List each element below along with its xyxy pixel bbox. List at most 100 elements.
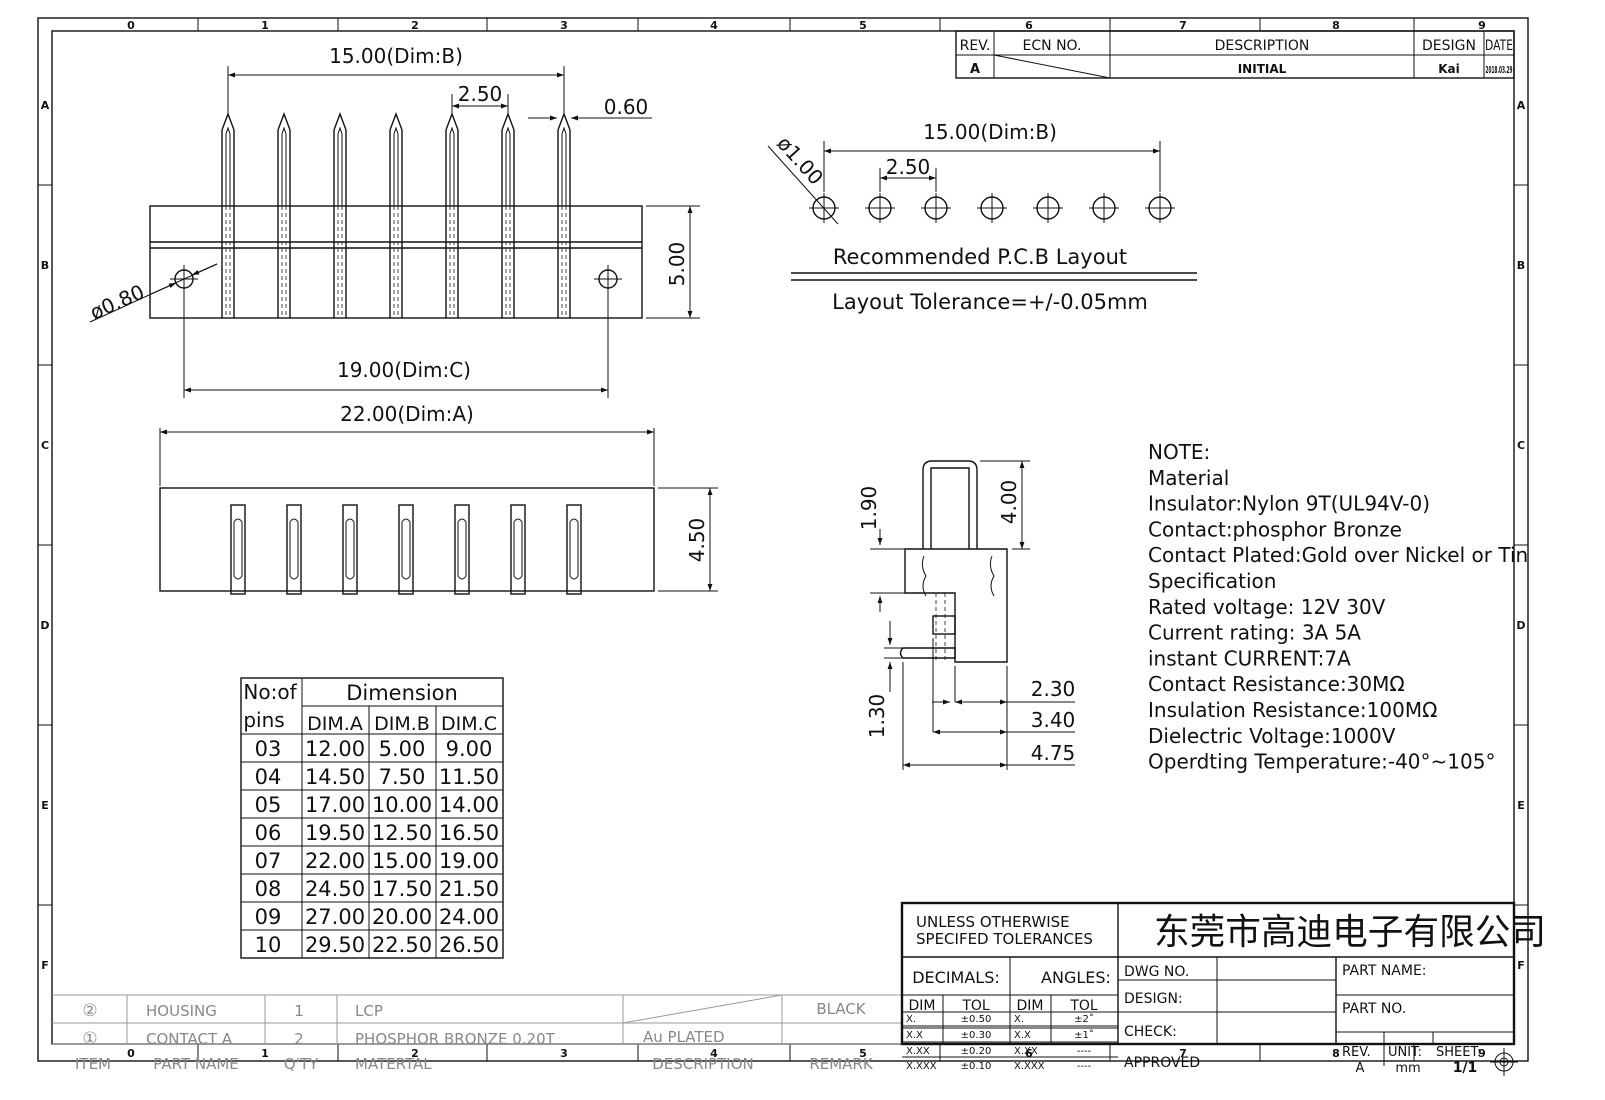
note-line: Contact Plated:Gold over Nickel or Tin xyxy=(1148,543,1528,567)
bom-description: Au PLATED xyxy=(643,1028,725,1046)
dim-table-cell: 21.50 xyxy=(439,877,499,901)
pin xyxy=(333,112,347,318)
row-label-left: C xyxy=(41,439,49,452)
rev-value: A xyxy=(970,62,980,77)
pcb-hole xyxy=(921,193,951,223)
side-dim-230: 2.30 xyxy=(1031,677,1076,701)
pcb-dim-b-label: 15.00(Dim:B) xyxy=(923,120,1057,144)
bom-part-name: CONTACT A xyxy=(146,1030,233,1048)
note-line: Operdting Temperature:-40°~105° xyxy=(1148,750,1495,774)
dim-table-header-pins: pins xyxy=(243,708,284,732)
revision-block: REV. ECN NO. DESCRIPTION DESIGN DATE A I… xyxy=(955,30,1515,79)
dec-tol-value: ±0.50 xyxy=(961,1014,992,1025)
dim-table-cell: 22.00 xyxy=(305,849,365,873)
design-value: Kai xyxy=(1438,62,1460,76)
sheet-label: SHEET: xyxy=(1436,1045,1481,1060)
side-dim-340: 3.40 xyxy=(1031,708,1076,732)
dim-table-col-b: DIM.B xyxy=(374,713,430,735)
column-label-bottom: 6 xyxy=(1025,1047,1033,1060)
dim-table-header-group: Dimension xyxy=(346,681,458,705)
contact-slot xyxy=(342,504,358,595)
note-line: Dielectric Voltage:1000V xyxy=(1148,724,1396,748)
company-name: 东莞市高迪电子有限公司 xyxy=(1154,912,1546,953)
column-label-bottom: 4 xyxy=(710,1047,718,1060)
side-dim-190: 1.90 xyxy=(857,486,881,531)
sheet-value: 1/1 xyxy=(1453,1060,1478,1076)
unit-label: UNIT: xyxy=(1388,1045,1422,1060)
dim-table-cell: 22.50 xyxy=(372,933,432,957)
dim-table-cell: 10.00 xyxy=(372,793,432,817)
ecn-header: ECN NO. xyxy=(1023,38,1082,54)
dim-table-cell: 10 xyxy=(255,933,282,957)
bom-header-material: MATERTAL xyxy=(355,1055,432,1073)
dim-table-cell: 07 xyxy=(255,849,282,873)
note-line: Insulation Resistance:100MΩ xyxy=(1148,698,1437,722)
dim-table-cell: 09 xyxy=(255,905,282,929)
dimension-table: No:of pins Dimension DIM.A DIM.B DIM.C 0… xyxy=(240,677,504,959)
top-view: 15.00(Dim:B) 2.50 0.60 ø0.80 5.00 19.00(… xyxy=(86,44,700,398)
dim-a-label: 22.00(Dim:A) xyxy=(340,402,474,426)
note-line: Current rating: 3A 5A xyxy=(1148,621,1361,645)
dim-table-cell: 20.00 xyxy=(372,905,432,929)
pin xyxy=(221,112,235,318)
dim-table-cell: 12.00 xyxy=(305,737,365,761)
dim-table-cell: 11.50 xyxy=(439,765,499,789)
bom-header-part-name: PART NAME xyxy=(153,1055,239,1073)
column-label-top: 3 xyxy=(560,19,568,32)
column-label-bottom: 3 xyxy=(560,1047,568,1060)
row-label-right: B xyxy=(1517,259,1525,272)
hole-dia-label: ø0.80 xyxy=(86,280,148,325)
bom-material: LCP xyxy=(355,1002,383,1020)
dec-tol-header: TOL xyxy=(961,998,990,1014)
dim-table-cell: 9.00 xyxy=(446,737,493,761)
bom-header-item: ITEM xyxy=(75,1055,111,1073)
tolerance-title-line2: SPECIFED TOLERANCES xyxy=(916,930,1093,948)
contact-slot xyxy=(398,504,414,595)
dim-table-cell: 5.00 xyxy=(379,737,426,761)
pcb-layout-view: 15.00(Dim:B) 2.50 ø1.00 Recommended P.C.… xyxy=(767,120,1197,314)
bom-item-no: ① xyxy=(82,1029,97,1049)
dec-tol-dim: X.X xyxy=(906,1030,923,1041)
pcb-hole xyxy=(1089,193,1119,223)
dim-table-cell: 15.00 xyxy=(372,849,432,873)
column-label-top: 0 xyxy=(127,19,135,32)
pin xyxy=(445,112,459,318)
contact-slot xyxy=(510,504,526,595)
front-view: 22.00(Dim:A) 4.50 xyxy=(159,402,718,595)
pin xyxy=(501,112,515,318)
column-label-top: 1 xyxy=(261,19,269,32)
row-label-left: D xyxy=(40,619,49,632)
angles-label: ANGLES: xyxy=(1041,968,1111,987)
dim-table-cell: 24.00 xyxy=(439,905,499,929)
dim-table-header-no: No:of xyxy=(243,680,297,704)
dim-table-cell: 14.50 xyxy=(305,765,365,789)
pcb-pitch-label: 2.50 xyxy=(886,155,931,179)
bom-header-remark: REMARK xyxy=(809,1055,874,1073)
pcb-tolerance: Layout Tolerance=+/-0.05mm xyxy=(832,290,1148,314)
dim-table-cell: 19.50 xyxy=(305,821,365,845)
dim-table-cell: 04 xyxy=(255,765,282,789)
column-label-top: 6 xyxy=(1025,19,1033,32)
row-label-right: E xyxy=(1517,799,1525,812)
dim-table-cell: 19.00 xyxy=(439,849,499,873)
row-label-right: A xyxy=(1517,99,1526,112)
bom-part-name: HOUSING xyxy=(146,1002,217,1020)
dim-table-cell: 7.50 xyxy=(379,765,426,789)
column-label-bottom: 2 xyxy=(411,1047,419,1060)
dim-table-cell: 03 xyxy=(255,737,282,761)
contact-slot xyxy=(286,504,302,595)
unit-value: mm xyxy=(1395,1061,1420,1076)
height-label: 5.00 xyxy=(665,242,689,287)
column-label-bottom: 5 xyxy=(859,1047,867,1060)
row-label-right: F xyxy=(1517,959,1525,972)
note-line: Contact Resistance:30MΩ xyxy=(1148,672,1405,696)
